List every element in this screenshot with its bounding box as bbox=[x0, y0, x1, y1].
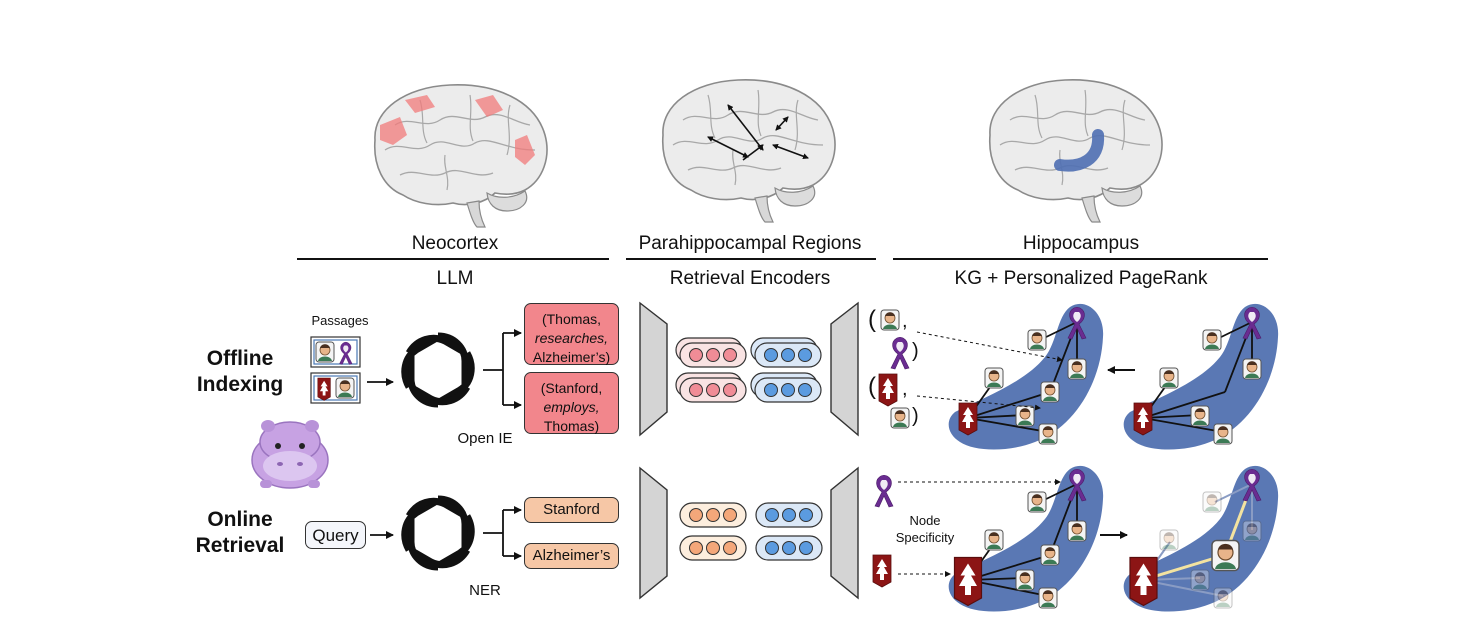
paren-close-2: ) bbox=[912, 405, 919, 427]
kg2-node-person-icon bbox=[1159, 367, 1179, 389]
kg-online-person-icon bbox=[1067, 520, 1087, 542]
openai-logo-icon-offline bbox=[405, 336, 471, 404]
kg-online-person-icon bbox=[1040, 544, 1060, 566]
parahippocampal-brain-icon bbox=[661, 79, 836, 223]
triple-2-subject: (Stanford, bbox=[540, 380, 603, 396]
kg-ppr-faded-person-icon bbox=[1190, 569, 1210, 591]
kg-ppr-highlight-person-icon bbox=[1211, 539, 1240, 572]
openai-logo-icon-online bbox=[405, 499, 471, 567]
kg-ppr-stanford-icon bbox=[1129, 556, 1158, 607]
paren-close-1: ) bbox=[912, 340, 919, 362]
offline-indexing-label: Offline Indexing bbox=[185, 346, 295, 398]
triple-link-1 bbox=[916, 331, 1063, 362]
neocortex-rule bbox=[297, 258, 609, 260]
ner-label: NER bbox=[469, 582, 501, 599]
kg-online-stanford-icon bbox=[953, 556, 983, 607]
online-retrieval-label: Online Retrieval bbox=[185, 507, 295, 559]
comma-2: , bbox=[902, 378, 908, 400]
kg-ppr-faded-person-icon bbox=[1242, 520, 1262, 542]
hippocampus-rule bbox=[893, 258, 1268, 260]
kg2-node-person-icon bbox=[1213, 423, 1233, 445]
kg-online-person-icon bbox=[1038, 587, 1058, 609]
kg-ppr-faded-person-icon bbox=[1202, 491, 1222, 513]
triple-stanford-icon bbox=[878, 373, 898, 407]
kg-online-person-icon bbox=[1015, 569, 1035, 591]
kg2-node-person-icon bbox=[1242, 358, 1262, 380]
triple-2-relation: employs, bbox=[543, 399, 600, 415]
triple-ribbon-icon bbox=[890, 336, 910, 370]
triple-person-icon bbox=[890, 407, 910, 429]
kg-node-person-icon bbox=[1027, 329, 1047, 351]
kg-node-person-icon bbox=[1040, 381, 1060, 403]
paren-open-2: ( bbox=[868, 373, 876, 400]
encoder-online bbox=[639, 466, 859, 600]
triple-box-1: (Thomas, researches, Alzheimer’s) bbox=[524, 303, 619, 365]
online-label-line1: Online bbox=[207, 508, 273, 531]
triple-person-icon bbox=[880, 309, 900, 331]
offline-label-line1: Offline bbox=[206, 347, 274, 370]
ner-fork-arrows bbox=[483, 506, 522, 560]
retrieval-encoders-subtitle: Retrieval Encoders bbox=[669, 268, 831, 289]
llm-subtitle: LLM bbox=[436, 268, 474, 289]
passage-card-2 bbox=[310, 372, 361, 404]
comma-1: , bbox=[902, 310, 908, 332]
kg2-node-person-icon bbox=[1202, 329, 1222, 351]
entity-box-alzheimers: Alzheimer’s bbox=[524, 543, 619, 569]
parahippocampal-rule bbox=[626, 258, 876, 260]
neocortex-brain-icon bbox=[373, 84, 548, 228]
node-specificity-label: Node Specificity bbox=[895, 513, 955, 545]
encoder-offline bbox=[639, 301, 859, 437]
online-label-line2: Retrieval bbox=[195, 534, 285, 557]
hippocampus-title: Hippocampus bbox=[1022, 233, 1140, 254]
query-ribbon-icon bbox=[874, 474, 894, 508]
hippocampus-brain-icon bbox=[988, 79, 1163, 223]
kg-node-person-icon bbox=[1067, 358, 1087, 380]
parahippocampal-title: Parahippocampal Regions bbox=[638, 233, 862, 254]
paren-open-1: ( bbox=[868, 306, 876, 333]
kg-node-person-icon bbox=[1015, 405, 1035, 427]
neocortex-title: Neocortex bbox=[411, 233, 499, 254]
entity-box-stanford: Stanford bbox=[524, 497, 619, 523]
query-box: Query bbox=[305, 521, 366, 549]
kg-online-person-icon bbox=[984, 529, 1004, 551]
query-stanford-icon bbox=[872, 554, 892, 588]
triple-link-2 bbox=[916, 395, 1041, 411]
kg2-node-person-icon bbox=[1190, 405, 1210, 427]
kg-node-person-icon bbox=[984, 367, 1004, 389]
triple-box-2: (Stanford, employs, Thomas) bbox=[524, 372, 619, 434]
passage-card-1 bbox=[310, 336, 361, 368]
triple-1-subject: (Thomas, bbox=[541, 311, 602, 327]
triple-1-object: Alzheimer’s) bbox=[532, 349, 611, 365]
hippo-mascot-icon bbox=[251, 420, 329, 489]
triple-1-relation: researches, bbox=[534, 330, 609, 346]
kg-ppr-faded-person-icon bbox=[1159, 529, 1179, 551]
kg2-node-stanford-icon bbox=[1133, 402, 1153, 436]
kg-ppr-subtitle: KG + Personalized PageRank bbox=[954, 268, 1208, 289]
kg-node-person-icon bbox=[1038, 423, 1058, 445]
triple-2-object: Thomas) bbox=[543, 418, 600, 434]
passages-label: Passages bbox=[311, 313, 369, 328]
offline-label-line2: Indexing bbox=[196, 373, 284, 396]
kg-online-person-icon bbox=[1027, 491, 1047, 513]
openie-label: Open IE bbox=[457, 430, 513, 447]
kg-ppr-faded-person-icon bbox=[1213, 587, 1233, 609]
openie-fork-arrows bbox=[483, 329, 522, 409]
kg-node-stanford-icon bbox=[958, 402, 978, 436]
